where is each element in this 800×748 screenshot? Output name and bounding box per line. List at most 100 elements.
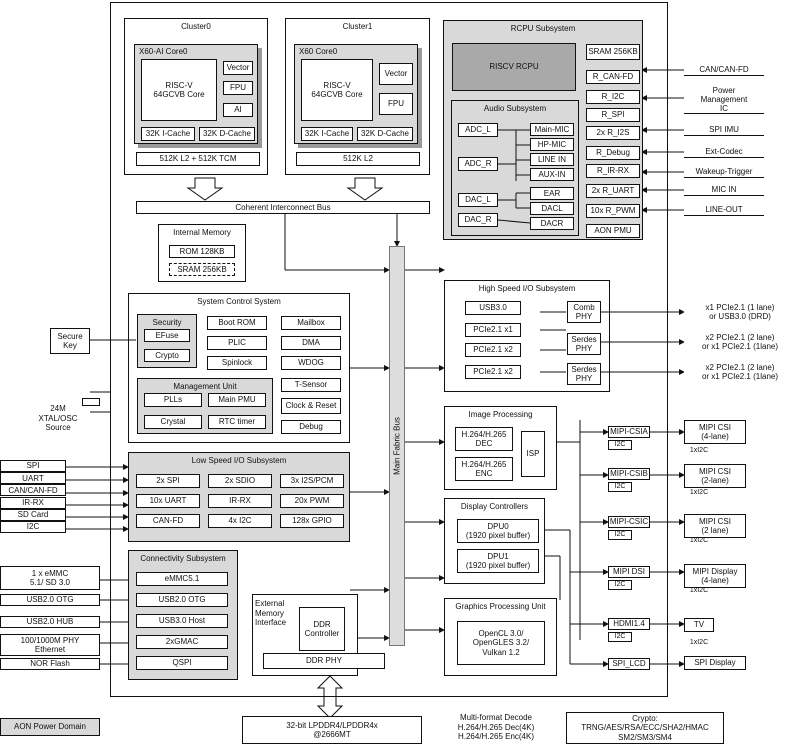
mipi-1: MIPI-CSIB: [608, 468, 650, 480]
mipi-3: MIPI DSI: [608, 566, 650, 578]
adc-r: ADC_R: [458, 157, 498, 171]
h264-dec: H.264/H.265 DEC: [455, 427, 513, 451]
debug: Debug: [281, 420, 341, 434]
mipi-i2c-3: I2C: [608, 580, 632, 590]
ls-ext-2: CAN/CAN-FD: [0, 484, 66, 497]
main-fabric-bus-label: Main Fabric Bus: [392, 417, 402, 475]
main-pmu: Main PMU: [208, 393, 266, 407]
riscv-rcpu: RISCV RCPU: [452, 43, 576, 91]
cluster1-core-title: X60 Core0: [299, 47, 338, 56]
cluster0-fpu: FPU: [223, 81, 253, 95]
aux-in: AUX-IN: [530, 168, 574, 181]
xtal-source: 24M XTAL/OSC Source: [38, 404, 78, 433]
rcpu-ext-4: Wakeup-Trigger: [684, 166, 764, 178]
connectivity-title: Connectivity Subsystem: [140, 554, 226, 563]
hsio-title: High Speed I/O Subsystem: [478, 284, 576, 293]
gpu-title: Graphics Processing Unit: [455, 602, 546, 611]
ddr-controller: DDR Controller: [299, 607, 345, 651]
high-speed-io: High Speed I/O Subsystem USB3.0 PCIe2.1 …: [444, 280, 610, 392]
crypto: Crypto: [144, 349, 190, 362]
conn-ext-3: 100/1000M PHY Ethernet: [0, 634, 100, 656]
dacl: DACL: [530, 202, 574, 215]
internal-memory-title: Internal Memory: [173, 228, 231, 237]
crypto-legend: Crypto: TRNG/AES/RSA/ECC/SHA2/HMAC SM2/S…: [566, 712, 724, 744]
cluster0-title: Cluster0: [181, 22, 211, 31]
security-block: Security EFuse Crypto: [137, 314, 197, 368]
rcpu-ext-2: SPI IMU: [684, 124, 764, 136]
dpu0: DPU0 (1920 pixel buffer): [457, 519, 539, 543]
mipi-i2c-1: I2C: [608, 482, 632, 492]
aon-domain-legend: AON Power Domain: [0, 718, 100, 736]
h264-enc: H.264/H.265 ENC: [455, 457, 513, 481]
rcpu-item-3: 2x R_I2S: [586, 126, 640, 140]
mipi-4: HDMI1.4: [608, 618, 650, 630]
ls-ext-3: IR-RX: [0, 496, 66, 509]
rcpu-item-5: R_IR-RX: [586, 164, 640, 178]
mipi-i2c-label-3: 1xI2C: [684, 586, 714, 596]
conn-cell-1: USB2.0 OTG: [136, 593, 228, 607]
audio-wires: [497, 129, 531, 224]
rcpu-ext-1: Power Management IC: [684, 86, 764, 114]
mipi-ext-1: MIPI CSI (2-lane): [684, 464, 746, 488]
spinlock: Spinlock: [207, 356, 267, 370]
pcie-x2-b: PCIe2.1 x2: [465, 365, 521, 379]
system-control-title: System Control System: [197, 297, 281, 306]
ls-cell-2: 3x I2S/PCM: [280, 474, 344, 488]
dac-r: DAC_R: [458, 213, 498, 227]
hsio-ext-2: x2 PCIe2.1 (2 lane) or x1 PCIe2.1 (1lane…: [684, 360, 796, 384]
mipi-ext-3: MIPI Display (4-lane): [684, 564, 746, 588]
ls-cell-4: IR-RX: [208, 494, 272, 508]
ddr-phy: DDR PHY: [263, 653, 385, 669]
ls-cell-3: 10x UART: [136, 494, 200, 508]
low-speed-title: Low Speed I/O Subsystem: [191, 456, 287, 465]
cluster0-dcache: 32K D-Cache: [199, 127, 255, 141]
ls-ext-4: SD Card: [0, 508, 66, 521]
soc-boundary: [110, 2, 668, 697]
clock-reset: Clock & Reset: [281, 398, 341, 414]
mipi-ext-5: SPI Display: [684, 656, 746, 670]
pcie-x1: PCIe2.1 x1: [465, 323, 521, 337]
rcpu-ext-6: LINE-OUT: [684, 204, 764, 216]
display-controllers: Display Controllers DPU0 (1920 pixel buf…: [444, 498, 545, 584]
dpu1: DPU1 (1920 pixel buffer): [457, 549, 539, 573]
hsio-ext-1: x2 PCIe2.1 (2 lane) or x1 PCIe2.1 (1lane…: [684, 330, 796, 354]
mipi-2: MIPI-CSIC: [608, 516, 650, 528]
cluster0-riscv: RISC-V 64GCVB Core: [141, 59, 217, 121]
image-title: Image Processing: [468, 410, 533, 419]
ls-ext-0: SPI: [0, 460, 66, 472]
spi-lcd: SPI_LCD: [608, 658, 650, 670]
hsio-ext-0: x1 PCIe2.1 (1 lane) or USB3.0 (DRD): [684, 300, 796, 324]
rcpu-ext-5: MIC IN: [684, 184, 764, 196]
wdog: WDOG: [281, 356, 341, 370]
coherent-interconnect-bus: Coherent Interconnect Bus: [136, 201, 430, 214]
conn-cell-4: QSPI: [136, 656, 228, 670]
pcie-x2-a: PCIe2.1 x2: [465, 343, 521, 357]
rcpu-item-8: AON PMU: [586, 224, 640, 238]
efuse: EFuse: [144, 329, 190, 342]
mailbox: Mailbox: [281, 316, 341, 330]
security-title: Security: [152, 318, 182, 327]
gpu: Graphics Processing Unit OpenCL 3.0/ Ope…: [444, 598, 557, 676]
serdes-phy-1: Serdes PHY: [567, 333, 601, 355]
plls: PLLs: [144, 393, 202, 407]
ls-cell-5: 20x PWM: [280, 494, 344, 508]
mipi-i2c-0: I2C: [608, 440, 632, 450]
multiformat-decode: Multi-format Decode H.264/H.265 Dec(4K) …: [457, 713, 535, 742]
cluster0-vector: Vector: [223, 61, 253, 75]
secure-key: Secure Key: [50, 328, 90, 354]
audio-title: Audio Subsystem: [483, 104, 547, 113]
audio-subsystem: Audio Subsystem ADC_L ADC_R DAC_L DAC_R …: [451, 100, 579, 236]
conn-cell-3: 2xGMAC: [136, 635, 228, 649]
management-unit: Management Unit PLLs Main PMU Crystal RT…: [137, 378, 273, 434]
cluster0: Cluster0: [124, 18, 268, 175]
cluster0-core-title: X60-AI Core0: [139, 47, 188, 56]
display-title: Display Controllers: [460, 502, 529, 511]
conn-cell-2: USB3.0 Host: [136, 614, 228, 628]
ls-ext-1: UART: [0, 472, 66, 485]
lpddr: 32-bit LPDDR4/LPDDR4x @2666MT: [242, 716, 422, 744]
isp: ISP: [521, 431, 545, 477]
ear: EAR: [530, 187, 574, 200]
conn-ext-2: USB2.0 HUB: [0, 616, 100, 628]
system-control: System Control System Security EFuse Cry…: [128, 293, 350, 443]
